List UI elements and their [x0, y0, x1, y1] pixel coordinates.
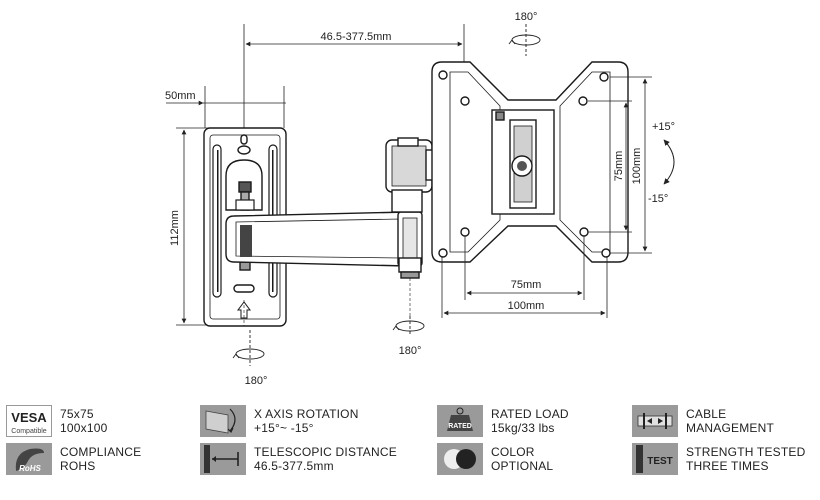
feature-color: COLOR OPTIONAL [437, 442, 553, 476]
cable-management-icon [632, 405, 678, 437]
tilt-down-label: -15° [648, 193, 668, 205]
plate-height-label: 112mm [169, 210, 181, 246]
feature-cable-line2: MANAGEMENT [686, 421, 775, 435]
rotation-bottom-mid-icon [392, 316, 425, 336]
feature-strength-line2: THREE TIMES [686, 459, 769, 473]
tilt-up-label: +15° [652, 121, 675, 133]
test-badge-text: TEST [647, 456, 673, 467]
feature-strength: TEST STRENGTH TESTED THREE TIMES [632, 442, 805, 476]
feature-vesa-line2: 100x100 [60, 421, 108, 435]
rated-load-icon: RATED [437, 405, 483, 437]
feature-cable-line1: CABLE [686, 407, 727, 421]
rohs-icon: RoHS [6, 443, 52, 475]
rotation-top-icon [508, 24, 541, 56]
vesa-badge-text: VESA [11, 410, 47, 425]
feature-vesa-line1: 75x75 [60, 407, 94, 421]
vesa-v-small-label: 75mm [613, 151, 625, 182]
feature-rohs-line2: ROHS [60, 459, 96, 473]
feature-rated-line1: RATED LOAD [491, 407, 569, 421]
rotation-bottom-left-label: 180° [245, 375, 268, 387]
feature-color-line1: COLOR [491, 445, 535, 459]
vesa-h-large-label: 100mm [508, 300, 545, 312]
vesa-compatible-icon: VESA Compatible [6, 405, 52, 437]
feature-x-axis-line2: +15°~ -15° [254, 421, 314, 435]
feature-x-axis-rotation: X AXIS ROTATION +15°~ -15° [200, 404, 359, 438]
vesa-v-large-label: 100mm [631, 148, 643, 185]
feature-color-line2: OPTIONAL [491, 459, 554, 473]
feature-telescopic-line2: 46.5-377.5mm [254, 459, 334, 473]
feature-telescopic: TELESCOPIC DISTANCE 46.5-377.5mm [200, 442, 397, 476]
feature-cable-management: CABLE MANAGEMENT [632, 404, 774, 438]
feature-legend: VESA Compatible 75x75 100x100 X AXIS ROT… [0, 398, 820, 500]
feature-rated-load: RATED RATED LOAD 15kg/33 lbs [437, 404, 569, 438]
feature-strength-line1: STRENGTH TESTED [686, 445, 806, 459]
rotation-top-label: 180° [515, 11, 538, 23]
swing-arm [225, 137, 449, 316]
plate-width-dimension [166, 86, 286, 128]
feature-rohs-line1: COMPLIANCE [60, 445, 142, 459]
vesa-plate [431, 61, 629, 263]
feature-telescopic-line1: TELESCOPIC DISTANCE [254, 445, 397, 459]
tilt-arrow-icon [663, 139, 675, 185]
vesa-vertical-dimensions [588, 76, 652, 254]
rohs-badge-text: RoHS [19, 464, 41, 473]
telescopic-distance-icon [200, 443, 246, 475]
rated-badge-text: RATED [448, 423, 472, 430]
feature-vesa: VESA Compatible 75x75 100x100 [6, 404, 107, 438]
vesa-horizontal-dimensions [441, 236, 608, 318]
feature-rated-line2: 15kg/33 lbs [491, 421, 555, 435]
color-optional-icon [437, 443, 483, 475]
feature-x-axis-line1: X AXIS ROTATION [254, 407, 359, 421]
strength-test-icon: TEST [632, 443, 678, 475]
vesa-h-small-label: 75mm [511, 279, 542, 291]
feature-rohs: RoHS COMPLIANCE ROHS [6, 442, 141, 476]
plate-height-dimension [176, 127, 210, 326]
vesa-badge-sub: Compatible [11, 428, 47, 435]
plate-width-label: 50mm [165, 90, 196, 102]
rotation-bottom-mid-label: 180° [399, 345, 422, 357]
x-axis-rotation-icon [200, 405, 246, 437]
rotation-bottom-left-icon [232, 330, 265, 366]
arm-extension-dimension [243, 24, 465, 135]
mount-technical-drawing: 46.5-377.5mm 50mm 112mm [165, 11, 675, 387]
arm-extension-label: 46.5-377.5mm [321, 31, 392, 43]
